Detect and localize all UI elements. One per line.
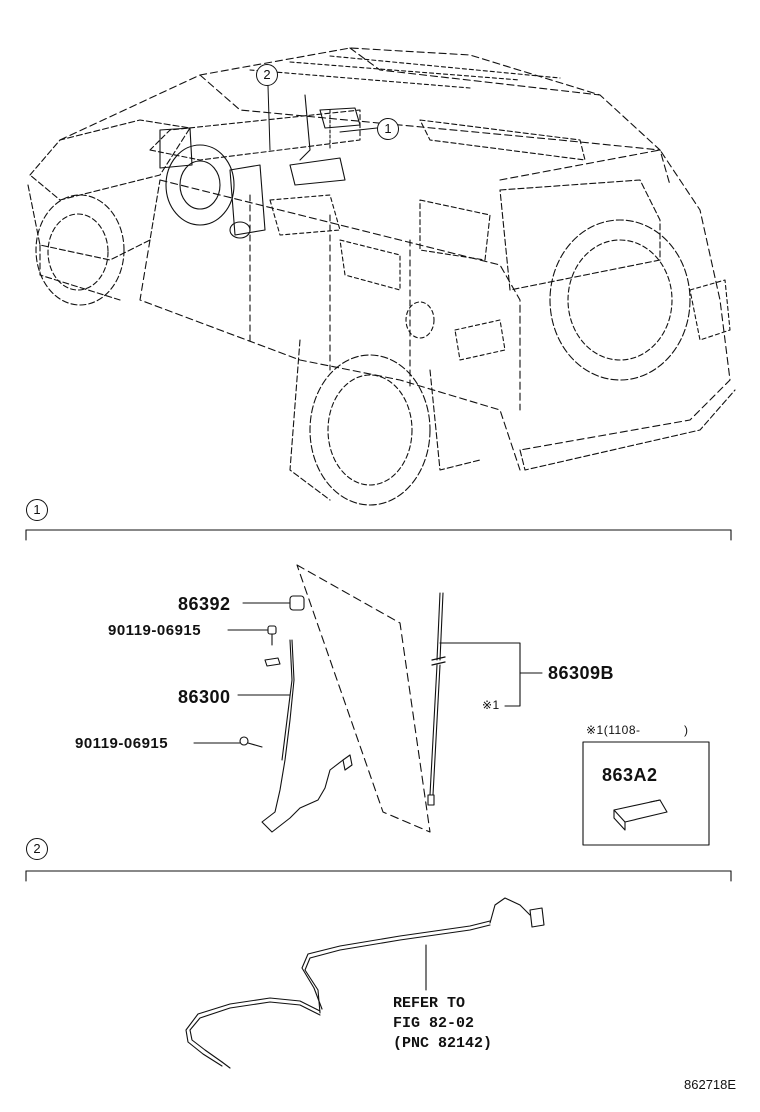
box-863A2: [582, 741, 710, 846]
cable-assembly-shape: [185, 897, 545, 1069]
part-label-90119-06915-b: 90119-06915: [75, 735, 169, 752]
refer-note-line-3: (PNC 82142): [393, 1035, 493, 1052]
note-star-one-close: ): [684, 723, 689, 737]
note-star-one-date: ※1(1108-: [586, 723, 641, 737]
mast-86309B-shape: [427, 592, 543, 806]
part-label-86309B: 86309B: [548, 663, 615, 683]
callout-section-1: 1: [26, 499, 48, 521]
part-label-90119-06915-a: 90119-06915: [108, 622, 202, 639]
feed-dashed-region: [296, 564, 431, 833]
vehicle-illustration: [27, 47, 736, 506]
callout-top-2: 2: [256, 64, 278, 86]
callout-top-1: 1: [377, 118, 399, 140]
note-star-one: ※1: [482, 698, 500, 712]
refer-note-line-2: FIG 82-02: [393, 1015, 475, 1032]
cable-86300-shape: [237, 639, 353, 833]
section-one-bracket: [25, 529, 732, 541]
bolt-a-shape: [227, 625, 277, 646]
part-label-86392: 86392: [178, 594, 231, 614]
figure-number: 862718E: [684, 1077, 737, 1092]
section-two-bracket: [25, 870, 732, 882]
cap-86392-shape: [242, 595, 305, 611]
refer-note-line-1: REFER TO: [393, 995, 466, 1012]
part-label-86300: 86300: [178, 687, 231, 707]
callout-section-2: 2: [26, 838, 48, 860]
bolt-b-shape: [193, 736, 263, 748]
part-label-863A2: 863A2: [602, 765, 658, 785]
